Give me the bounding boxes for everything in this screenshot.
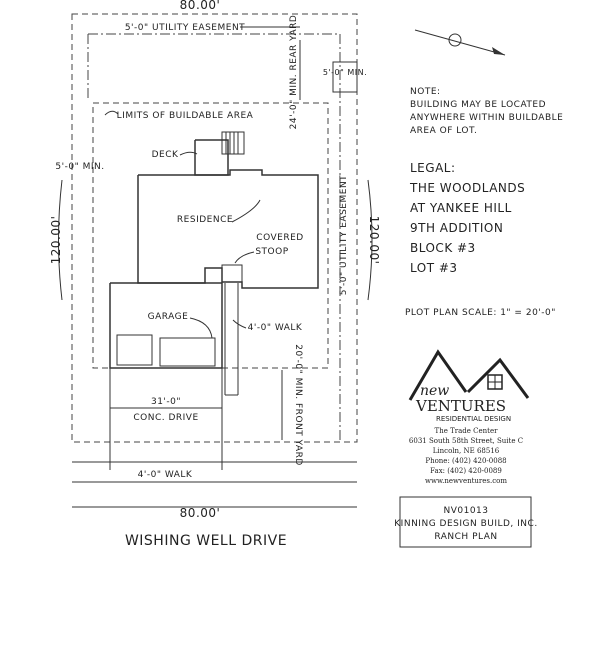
lot-boundary <box>71 13 358 443</box>
utility-easement-top-label: 5'-0" UTILITY EASEMENT <box>125 23 245 33</box>
legal-line-4: 9TH ADDITION <box>410 221 503 235</box>
north-arrow-icon <box>414 29 506 56</box>
builder-name: KINNING DESIGN BUILD, INC. <box>394 519 537 529</box>
street-name: WISHING WELL DRIVE <box>125 533 287 549</box>
title-block-box <box>399 496 532 548</box>
company-line-3: Lincoln, NE 68516 <box>433 447 500 455</box>
covered-stoop-label-1: COVERED <box>256 233 303 243</box>
left-min-label: 5'-0" MIN. <box>55 162 104 172</box>
note-line-3: ANYWHERE WITHIN BUILDABLE <box>410 113 563 123</box>
utility-easement-right-label: 5'-0" UTILITY EASEMENT <box>339 175 349 295</box>
side-walk-label: 4'-0" WALK <box>248 323 303 333</box>
front-yard-label: 20'-0" MIN. FRONT YARD <box>293 344 303 466</box>
garage-label: GARAGE <box>148 312 189 322</box>
company-line-2: 6031 South 58th Street, Suite C <box>409 437 523 445</box>
buildable-area-label: LIMITS OF BUILDABLE AREA <box>117 111 254 121</box>
legal-line-5: BLOCK #3 <box>410 241 476 255</box>
plan-number: NV01013 <box>443 506 488 516</box>
front-walk-label: 4'-0" WALK <box>138 470 193 480</box>
side-walk-leader <box>232 319 247 329</box>
new-ventures-logo: new VENTURES RESIDENTIAL DESIGN <box>408 349 530 423</box>
utility-easement-lines <box>87 33 341 440</box>
company-phone: Phone: (402) 420-0088 <box>425 457 506 465</box>
conc-drive-label: CONC. DRIVE <box>133 413 198 423</box>
right-min-box <box>332 61 358 93</box>
company-website: www.newventures.com <box>425 477 507 485</box>
top-dimension: 80.00' <box>180 0 221 12</box>
note-line-2: BUILDING MAY BE LOCATED <box>410 100 546 110</box>
legal-line-3: AT YANKEE HILL <box>410 201 512 215</box>
bottom-dimension: 80.00' <box>180 506 221 520</box>
plot-scale: PLOT PLAN SCALE: 1" = 20'-0" <box>405 308 556 318</box>
residence-label: RESIDENCE <box>177 215 233 225</box>
logo-word-new: new <box>420 383 449 399</box>
covered-stoop-label-2: STOOP <box>255 247 288 257</box>
right-dim-arc <box>367 179 373 301</box>
deck-leader <box>179 151 198 156</box>
front-walk <box>72 461 357 483</box>
stoop-leader <box>234 251 255 264</box>
logo-word-ventures: VENTURES <box>415 397 506 415</box>
deck-label: DECK <box>152 150 179 160</box>
right-dimension: 120.00' <box>367 216 381 265</box>
driveway <box>109 368 223 470</box>
legal-line-2: THE WOODLANDS <box>409 181 525 195</box>
note-line-1: NOTE: <box>410 87 441 97</box>
company-line-1: The Trade Center <box>435 427 499 435</box>
company-fax: Fax: (402) 420-0089 <box>430 467 502 475</box>
side-walk <box>224 283 239 396</box>
rear-yard-label: 24'-0" MIN. REAR YARD <box>289 15 299 130</box>
legal-line-1: LEGAL: <box>410 161 456 175</box>
plan-type: RANCH PLAN <box>434 532 497 542</box>
left-dimension: 120.00' <box>49 216 63 265</box>
logo-subtitle: RESIDENTIAL DESIGN <box>436 415 511 423</box>
legal-line-6: LOT #3 <box>410 261 458 275</box>
garage-leader <box>189 317 213 339</box>
right-min-label: 5'-0" MIN. <box>323 68 367 77</box>
note-line-4: AREA OF LOT. <box>410 126 477 136</box>
drive-width-label: 31'-0" <box>151 397 181 407</box>
left-dim-arc <box>58 179 63 301</box>
buildable-leader <box>104 110 119 116</box>
residence-leader <box>231 199 261 223</box>
house-footprint <box>109 131 319 369</box>
